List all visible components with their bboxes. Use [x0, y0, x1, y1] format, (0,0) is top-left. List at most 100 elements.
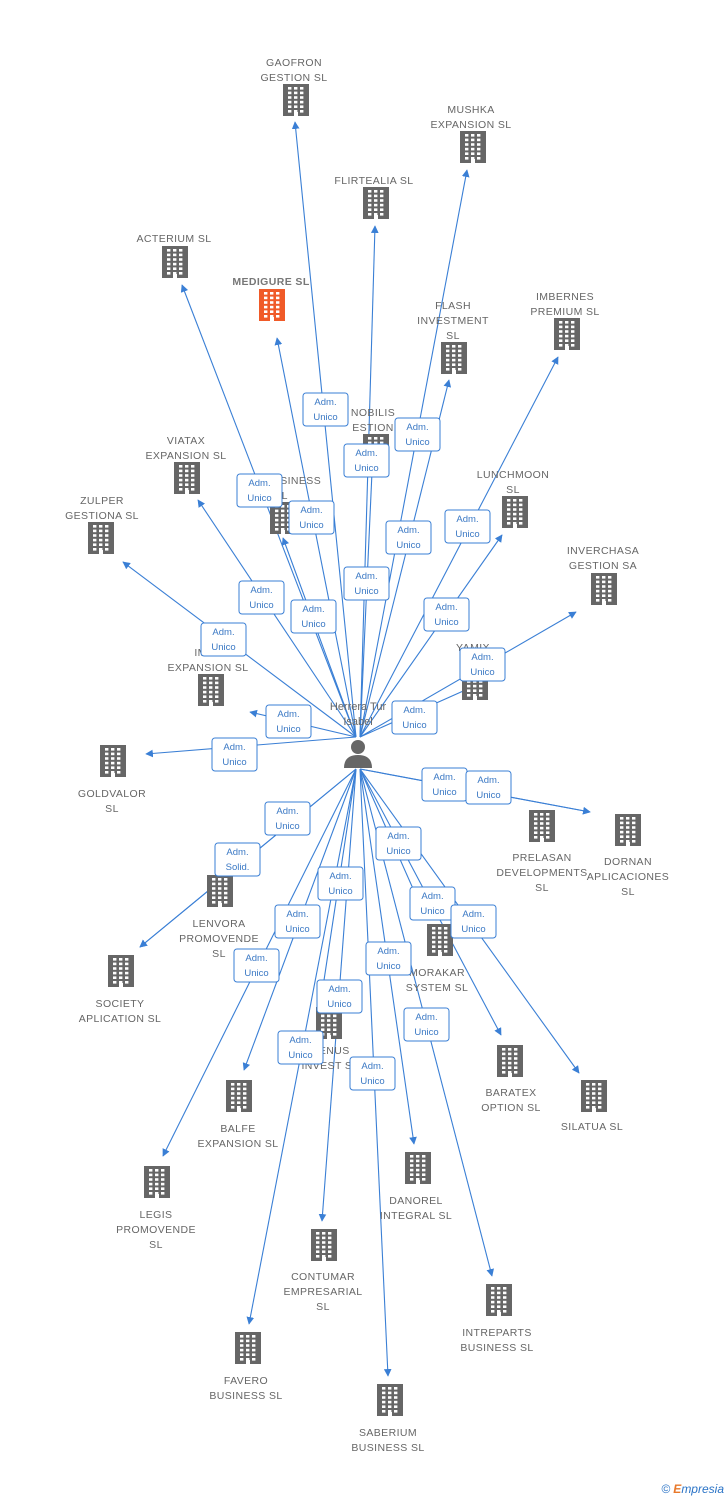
company-building-icon[interactable] [100, 745, 126, 777]
relation-badge[interactable]: Adm.Unico [465, 770, 512, 805]
company-label-line[interactable]: SL [506, 484, 520, 496]
relation-badge[interactable]: Adm.Unico [459, 647, 506, 682]
company-label-line[interactable]: GAOFRON [266, 57, 322, 69]
company-label-line[interactable]: EXPANSION SL [197, 1138, 278, 1150]
company-label-line[interactable]: DEVELOPMENTS [496, 867, 587, 879]
relation-badge[interactable]: Adm.Solid. [214, 842, 261, 877]
company-label-line[interactable]: CONTUMAR [291, 1271, 355, 1283]
company-label-line[interactable]: ACTERIUM SL [137, 233, 212, 245]
relation-badge[interactable]: Adm.Unico [423, 597, 470, 632]
person-name-line[interactable]: Herrera Tur [330, 701, 387, 713]
company-label-line[interactable]: EXPANSION SL [167, 662, 248, 674]
company-label-line[interactable]: FAVERO [224, 1375, 268, 1387]
company-label-line[interactable]: PREMIUM SL [530, 306, 599, 318]
company-building-icon[interactable] [460, 131, 486, 163]
company-label-line[interactable]: EXPANSION SL [145, 450, 226, 462]
company-label-line[interactable]: SOCIETY [96, 998, 145, 1010]
company-node-medigure[interactable]: MEDIGURE SL [232, 276, 310, 321]
relation-badge[interactable]: Adm.Unico [365, 941, 412, 976]
company-label-line[interactable]: MUSHKA [447, 104, 494, 116]
company-label-line[interactable]: GOLDVALOR [78, 788, 146, 800]
company-label-line[interactable]: BARATEX [485, 1087, 536, 1099]
company-label-line[interactable]: FLIRTEALIA SL [334, 175, 413, 187]
company-node-silatua[interactable]: SILATUA SL [561, 1080, 623, 1133]
company-building-icon[interactable] [377, 1384, 403, 1416]
company-label-line[interactable]: OPTION SL [481, 1102, 541, 1114]
company-label-line[interactable]: LENVORA [193, 918, 246, 930]
relation-badge[interactable]: Adm.Unico [274, 904, 321, 939]
company-label-line[interactable]: VIATAX [167, 435, 205, 447]
company-label-line[interactable]: NOBILIS [351, 407, 395, 419]
company-building-icon[interactable] [591, 573, 617, 605]
company-node-legis[interactable]: LEGIS PROMOVENDE SL [116, 1166, 196, 1251]
relation-badge[interactable]: Adm.Unico [265, 704, 312, 739]
relation-badge[interactable]: Adm.Unico [403, 1007, 450, 1042]
company-building-icon[interactable] [486, 1284, 512, 1316]
company-building-icon[interactable] [226, 1080, 252, 1112]
company-label-line[interactable]: SL [149, 1239, 163, 1251]
company-building-icon[interactable] [207, 875, 233, 907]
company-label-line[interactable]: IMBERNES [536, 291, 594, 303]
company-node-baratex[interactable]: BARATEX OPTION SL [481, 1045, 541, 1114]
relation-badge[interactable]: Adm.Unico [277, 1030, 324, 1065]
company-label-line[interactable]: EMPRESARIAL [283, 1286, 362, 1298]
company-label-line[interactable]: INVESTMENT [417, 315, 489, 327]
company-building-icon[interactable] [174, 462, 200, 494]
company-building-icon[interactable] [441, 342, 467, 374]
company-label-line[interactable]: SL [316, 1301, 330, 1313]
relation-badge[interactable]: Adm.Unico [290, 599, 337, 634]
company-building-icon[interactable] [554, 318, 580, 350]
company-label-line[interactable]: SABERIUM [359, 1427, 417, 1439]
company-label-line[interactable]: INTEGRAL SL [380, 1210, 452, 1222]
company-node-favero[interactable]: FAVERO BUSINESS SL [209, 1332, 282, 1402]
relation-badge[interactable]: Adm.Unico [211, 737, 258, 772]
relation-badge[interactable]: Adm.Unico [421, 767, 468, 802]
company-label-line[interactable]: DORNAN [604, 856, 652, 868]
company-node-contumar[interactable]: CONTUMAR EMPRESARIAL SL [283, 1229, 362, 1313]
company-label-line[interactable]: BUSINESS SL [460, 1342, 533, 1354]
company-label-line[interactable]: SL [105, 803, 119, 815]
company-label-line[interactable]: INVERCHASA [567, 545, 639, 557]
company-node-goldvalor[interactable]: GOLDVALOR SL [78, 745, 146, 815]
company-node-inverchasa[interactable]: INVERCHASA GESTION SA [567, 545, 639, 605]
company-label-line[interactable]: PROMOVENDE [116, 1224, 196, 1236]
company-building-icon[interactable] [502, 496, 528, 528]
company-building-icon[interactable] [311, 1229, 337, 1261]
relation-badge[interactable]: Adm.Unico [238, 580, 285, 615]
relation-badge[interactable]: Adm.Unico [288, 500, 335, 535]
relation-badge[interactable]: Adm.Unico [349, 1056, 396, 1091]
company-label-line[interactable]: ESTION [352, 422, 394, 434]
company-label-line[interactable]: SL [621, 886, 635, 898]
company-label-line[interactable]: GESTION SA [569, 560, 637, 572]
company-label-line[interactable]: SYSTEM SL [406, 982, 469, 994]
relation-badge[interactable]: Adm.Unico [375, 826, 422, 861]
company-label-line[interactable]: SL [535, 882, 549, 894]
relation-badge[interactable]: Adm.Unico [409, 886, 456, 921]
company-building-icon[interactable] [88, 522, 114, 554]
company-label-line[interactable]: LEGIS [140, 1209, 173, 1221]
company-building-icon[interactable] [427, 924, 453, 956]
relation-badge[interactable]: Adm.Unico [343, 566, 390, 601]
company-label-line[interactable]: BUSINESS SL [209, 1390, 282, 1402]
company-label-line[interactable]: MORAKAR [409, 967, 465, 979]
company-node-viatax[interactable]: VIATAX EXPANSION SL [145, 435, 226, 494]
relation-badge[interactable]: Adm.Unico [391, 700, 438, 735]
company-building-icon[interactable] [198, 674, 224, 706]
relation-badge[interactable]: Adm.Unico [316, 979, 363, 1014]
company-label-line[interactable]: SILATUA SL [561, 1121, 623, 1133]
company-label-line[interactable]: APLICACIONES [587, 871, 669, 883]
company-building-icon[interactable] [615, 814, 641, 846]
company-building-icon[interactable] [235, 1332, 261, 1364]
relation-badge[interactable]: Adm.Unico [302, 392, 349, 427]
company-building-icon[interactable] [144, 1166, 170, 1198]
company-label-line[interactable]: DANOREL [389, 1195, 443, 1207]
